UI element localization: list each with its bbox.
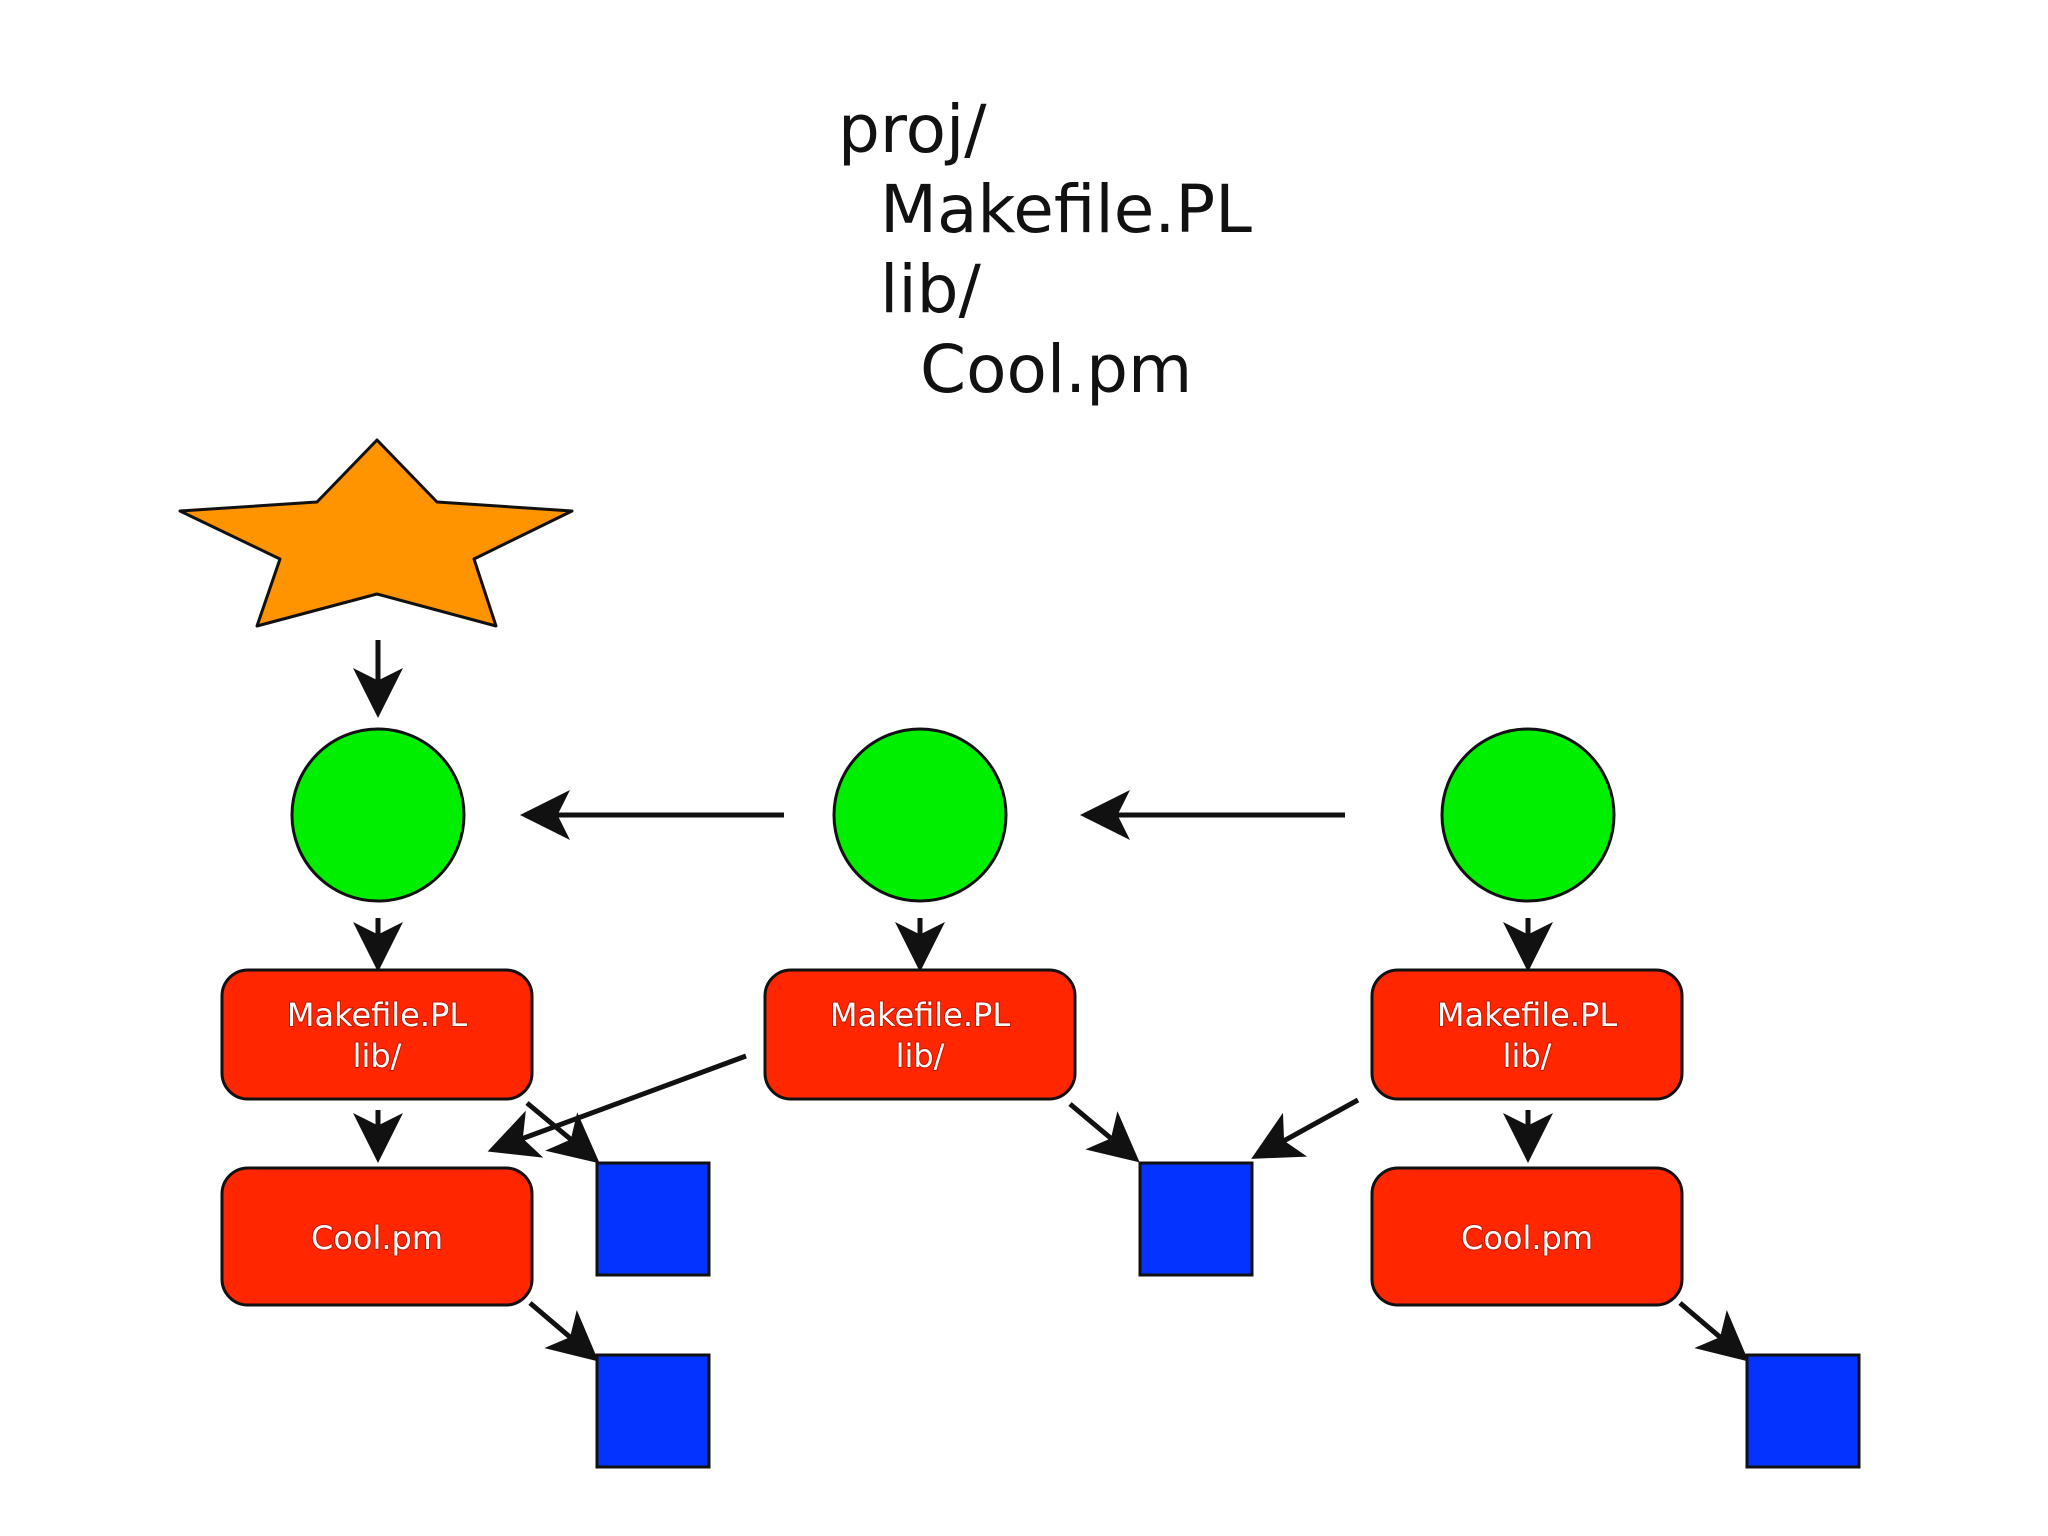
blob-node-2 (1138, 1161, 1254, 1277)
commit-node-1 (290, 727, 466, 903)
arrow-module-3-to-blob-4 (1678, 1301, 1749, 1362)
commit-node-2 (832, 727, 1008, 903)
blob-node-3 (595, 1353, 711, 1469)
blob-node-4 (1745, 1353, 1861, 1469)
tree-makefile-label: Makefile.PL (880, 171, 1252, 248)
arrow-dist-1-to-blob-1 (525, 1101, 600, 1164)
tree-node-2-line1: Makefile.PL (830, 996, 1011, 1034)
tree-node-1-line2: lib/ (353, 1037, 402, 1075)
star-icon (178, 438, 574, 628)
tree-node-2 (763, 968, 1077, 1101)
tree-node-module-1-label: Cool.pm (311, 1219, 443, 1257)
tree-node-2-line2: lib/ (896, 1037, 945, 1075)
arrow-dist-2-to-module-1 (487, 1053, 747, 1158)
tree-node-3 (1370, 968, 1684, 1101)
tree-node-1-line1: Makefile.PL (287, 996, 468, 1034)
arrow-dist-3-to-blob-2 (1251, 1097, 1360, 1159)
arrow-dist-2-to-blob-2 (1068, 1102, 1140, 1163)
arrow-module-1-to-blob-3 (528, 1301, 599, 1362)
tree-node-3-line1: Makefile.PL (1437, 996, 1618, 1034)
tree-node-module-1 (220, 1166, 534, 1307)
commit-node-3 (1440, 727, 1616, 903)
blob-node-1 (595, 1161, 711, 1277)
tree-lib-label: lib/ (880, 251, 981, 328)
tree-root-label: proj/ (838, 91, 987, 168)
tree-node-module-3-label: Cool.pm (1461, 1219, 1593, 1257)
tree-node-3-line2: lib/ (1503, 1037, 1552, 1075)
tree-module-label: Cool.pm (920, 331, 1193, 408)
tree-node-module-3 (1370, 1166, 1684, 1307)
tree-node-1 (220, 968, 534, 1101)
